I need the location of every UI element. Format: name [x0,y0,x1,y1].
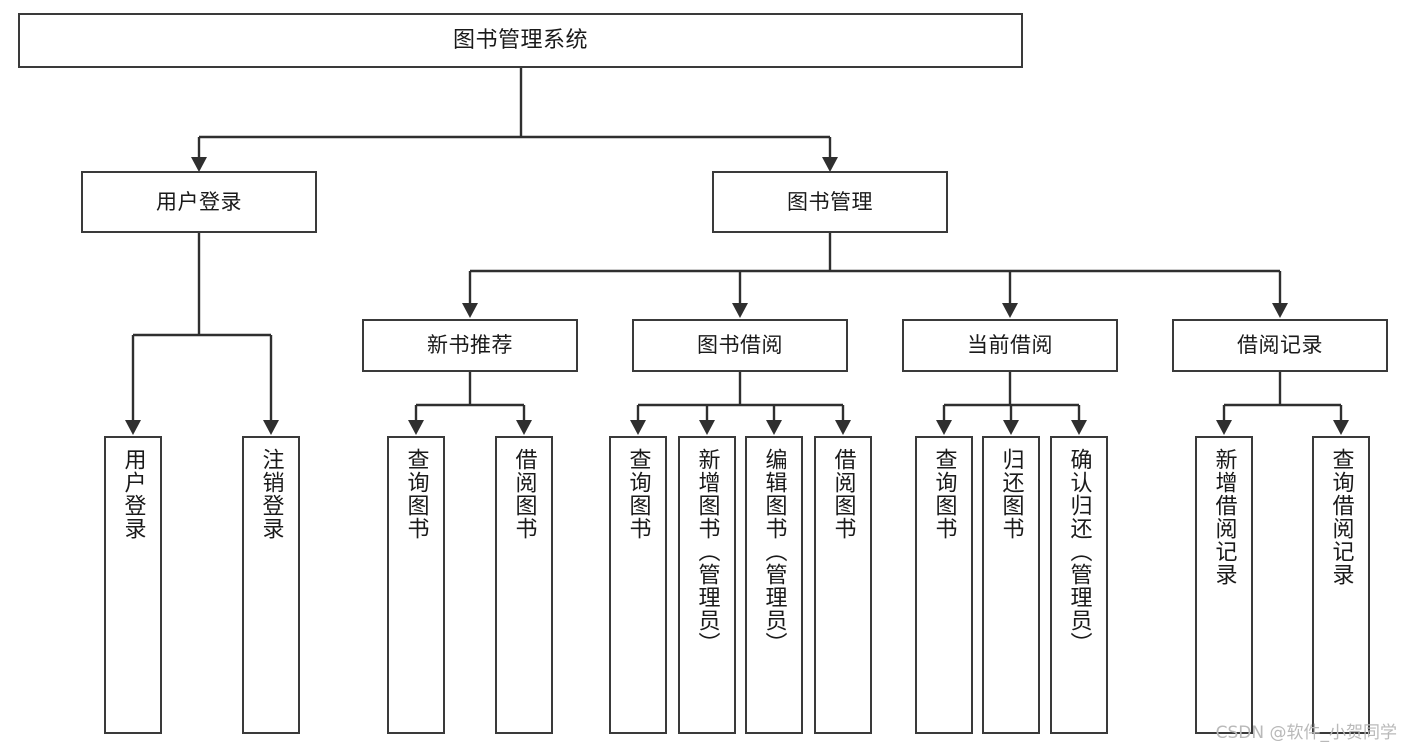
arrowhead-leaf-query-record [1333,420,1349,435]
arrowhead-leaf-add-book [699,420,715,435]
node-leaf-query-record[interactable]: 查询借阅记录 [1312,436,1370,734]
node-leaf-edit-book[interactable]: 编辑图书（管理员） [745,436,803,734]
node-leaf-borrow-book-1-label: 借阅图书 [511,448,537,540]
node-leaf-borrow-book-2-label: 借阅图书 [830,448,856,540]
node-current-borrow-label: 当前借阅 [967,333,1053,358]
node-leaf-confirm-return-label: 确认归还（管理员） [1066,448,1092,655]
node-leaf-confirm-return[interactable]: 确认归还（管理员） [1050,436,1108,734]
node-root-label: 图书管理系统 [452,27,588,53]
node-leaf-user-login[interactable]: 用户登录 [104,436,162,734]
node-leaf-add-book-label: 新增图书（管理员） [694,448,720,655]
node-leaf-logout-label: 注销登录 [258,448,284,540]
node-leaf-logout[interactable]: 注销登录 [242,436,300,734]
arrowhead-book-borrow [732,303,748,318]
node-leaf-query-book-1[interactable]: 查询图书 [387,436,445,734]
arrowhead-leaf-edit-book [766,420,782,435]
arrowhead-leaf-add-record [1216,420,1232,435]
node-new-book-rec[interactable]: 新书推荐 [362,319,578,372]
arrowhead-new-book-rec [462,303,478,318]
arrowhead-leaf-borrow-book-2 [835,420,851,435]
node-leaf-query-book-2[interactable]: 查询图书 [609,436,667,734]
arrowhead-current-borrow [1002,303,1018,318]
node-leaf-return-book[interactable]: 归还图书 [982,436,1040,734]
node-book-borrow-label: 图书借阅 [697,333,783,358]
node-leaf-query-book-3-label: 查询图书 [931,448,957,540]
node-leaf-query-record-label: 查询借阅记录 [1328,448,1354,586]
arrowhead-leaf-query-book-1 [408,420,424,435]
node-leaf-add-record-label: 新增借阅记录 [1211,448,1237,586]
arrowhead-borrow-record [1272,303,1288,318]
arrowhead-user-login [191,157,207,172]
node-root[interactable]: 图书管理系统 [18,13,1023,68]
arrowhead-leaf-return-book [1003,420,1019,435]
node-leaf-add-book[interactable]: 新增图书（管理员） [678,436,736,734]
node-leaf-query-book-1-label: 查询图书 [403,448,429,540]
arrowhead-leaf-user-login [125,420,141,435]
node-borrow-record-label: 借阅记录 [1237,333,1323,358]
node-user-login[interactable]: 用户登录 [81,171,317,233]
node-new-book-rec-label: 新书推荐 [427,333,513,358]
node-leaf-query-book-2-label: 查询图书 [625,448,651,540]
node-book-manage-label: 图书管理 [787,189,873,214]
node-leaf-query-book-3[interactable]: 查询图书 [915,436,973,734]
node-current-borrow[interactable]: 当前借阅 [902,319,1118,372]
arrowhead-book-manage [822,157,838,172]
arrowhead-leaf-borrow-book-1 [516,420,532,435]
node-book-borrow[interactable]: 图书借阅 [632,319,848,372]
arrowhead-leaf-logout [263,420,279,435]
node-leaf-borrow-book-1[interactable]: 借阅图书 [495,436,553,734]
node-book-manage[interactable]: 图书管理 [712,171,948,233]
node-user-login-label: 用户登录 [156,189,242,214]
arrowhead-leaf-query-book-2 [630,420,646,435]
node-leaf-add-record[interactable]: 新增借阅记录 [1195,436,1253,734]
node-leaf-edit-book-label: 编辑图书（管理员） [761,448,787,655]
arrowhead-leaf-query-book-3 [936,420,952,435]
arrowhead-leaf-confirm-return [1071,420,1087,435]
csdn-watermark: CSDN @软件_小贺同学 [1215,723,1397,743]
node-leaf-borrow-book-2[interactable]: 借阅图书 [814,436,872,734]
node-leaf-user-login-label: 用户登录 [120,448,146,540]
node-leaf-return-book-label: 归还图书 [998,448,1024,540]
node-borrow-record[interactable]: 借阅记录 [1172,319,1388,372]
